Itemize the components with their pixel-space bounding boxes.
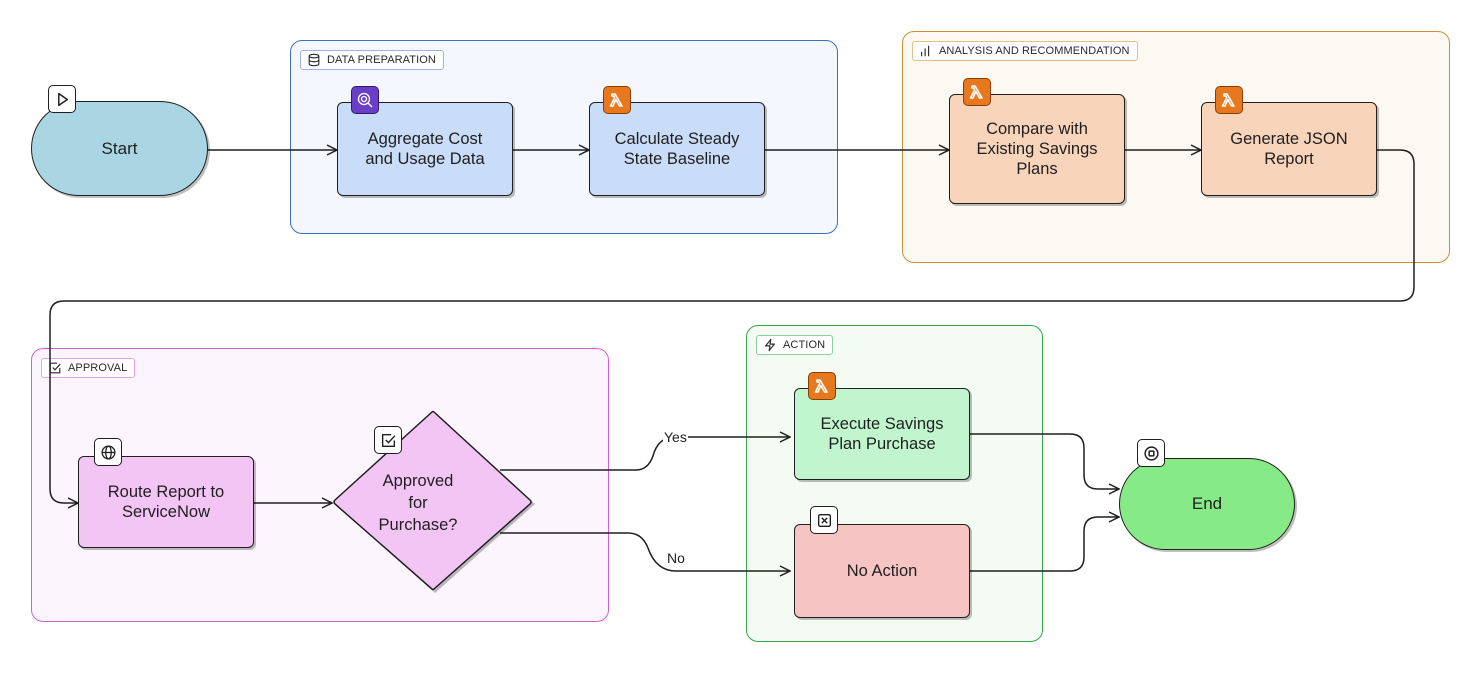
compare-label: Compare with Existing Savings Plans	[976, 120, 1098, 178]
no-action-badge	[810, 506, 838, 534]
generate-node[interactable]: Generate JSON Report	[1201, 102, 1377, 196]
bar-chart-icon	[921, 45, 930, 57]
route-node[interactable]: Route Report to ServiceNow	[78, 456, 254, 548]
edge-label-no: No	[666, 550, 686, 566]
decision-diamond	[333, 410, 532, 591]
check-square-icon	[381, 433, 395, 447]
edge-noaction-end	[970, 517, 1119, 572]
compare-node[interactable]: Compare with Existing Savings Plans	[949, 94, 1125, 204]
decision-badge	[374, 426, 402, 454]
execute-badge	[808, 372, 836, 400]
start-node[interactable]: Start	[31, 101, 208, 196]
lambda-icon	[1221, 93, 1235, 107]
edge-execute-end	[970, 433, 1119, 489]
generate-badge	[1215, 86, 1243, 114]
end-label: End	[1191, 494, 1223, 513]
edge-decision-noaction	[500, 532, 790, 571]
play-icon	[57, 92, 68, 106]
start-label: Start	[101, 138, 138, 158]
end-badge	[1137, 439, 1165, 467]
execute-node[interactable]: Execute Savings Plan Purchase	[794, 388, 970, 480]
no-action-label: No Action	[846, 562, 918, 580]
group-label-analysis: ANALYSIS AND RECOMMENDATION	[912, 41, 1138, 61]
decision-label: Approved for Purchase?	[378, 472, 458, 534]
database-icon	[308, 53, 320, 67]
aggregate-label: Aggregate Cost and Usage Data	[365, 130, 485, 168]
lambda-icon	[969, 85, 983, 99]
calculate-badge	[603, 86, 631, 114]
group-label-approval: APPROVAL	[41, 358, 136, 378]
globe-icon	[100, 444, 116, 460]
aggregate-node[interactable]: Aggregate Cost and Usage Data	[337, 102, 513, 196]
calculate-label: Calculate Steady State Baseline	[614, 130, 740, 168]
start-badge	[48, 85, 76, 113]
aggregate-badge	[351, 86, 379, 114]
stop-circle-icon	[1143, 445, 1159, 461]
cost-explorer-icon	[357, 92, 373, 108]
compare-badge	[963, 78, 991, 106]
edge-label-yes: Yes	[663, 429, 688, 445]
lambda-icon	[609, 93, 623, 107]
group-label-action: ACTION	[756, 335, 834, 355]
edge-generate-route	[49, 149, 1415, 503]
lambda-icon	[814, 379, 828, 393]
calculate-node[interactable]: Calculate Steady State Baseline	[589, 102, 765, 196]
no-action-node[interactable]: No Action	[794, 524, 970, 618]
edge-decision-execute	[500, 437, 790, 471]
lightning-icon	[765, 338, 775, 352]
generate-label: Generate JSON Report	[1230, 130, 1348, 168]
group-label-data-preparation: DATA PREPARATION	[300, 50, 444, 70]
route-label: Route Report to ServiceNow	[107, 483, 225, 521]
x-square-icon	[817, 513, 831, 527]
route-badge	[94, 438, 122, 466]
execute-label: Execute Savings Plan Purchase	[820, 415, 944, 453]
end-node[interactable]: End	[1119, 458, 1295, 550]
